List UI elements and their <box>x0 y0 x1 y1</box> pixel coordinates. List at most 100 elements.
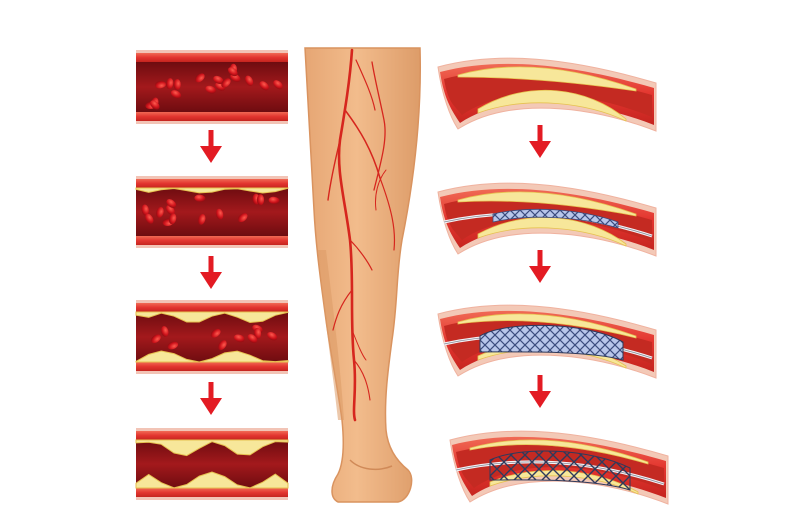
red-blood-cell <box>210 328 221 338</box>
angioplasty-stage-balloon-inflated <box>437 304 657 379</box>
vessel-wall-bottom <box>136 488 288 497</box>
arrow-shaft <box>208 382 214 402</box>
plaque-top <box>135 439 289 457</box>
red-blood-cell <box>256 194 265 206</box>
vessel-section-moderate-plaque <box>135 300 289 374</box>
arrow-shaft <box>208 130 214 150</box>
plaque-bottom <box>477 217 627 247</box>
plaque-top <box>135 311 289 324</box>
vessel-wall-top <box>136 179 288 188</box>
red-blood-cell <box>161 326 169 337</box>
red-blood-cell <box>215 208 224 220</box>
arrow-shaft <box>537 125 543 145</box>
red-blood-cell <box>233 334 245 343</box>
artery-branch <box>344 109 381 179</box>
plaque-bottom <box>135 471 289 489</box>
vessel-wall-top <box>136 53 288 62</box>
arrow-head <box>529 266 551 283</box>
artery-branch <box>379 177 396 251</box>
deflated-balloon-stent <box>492 208 619 229</box>
angioplasty-stage-narrowed-artery <box>437 57 657 132</box>
vessel-wall-top <box>136 303 288 312</box>
red-blood-cell <box>173 79 181 91</box>
left-arrow-3 <box>200 382 222 415</box>
plaque-top <box>469 439 649 465</box>
red-blood-cell <box>268 196 280 205</box>
expanded-balloon-stent <box>479 324 624 361</box>
red-blood-cell <box>156 207 164 218</box>
vessel-section-severe-plaque <box>135 428 289 500</box>
vessel-section-healthy <box>136 50 288 124</box>
leg-silhouette <box>304 47 421 503</box>
leg-calf-shadow <box>318 250 344 420</box>
plaque-bottom <box>477 89 627 122</box>
red-blood-cell <box>245 75 254 86</box>
artery-branch <box>349 239 373 271</box>
red-blood-cell <box>167 341 179 350</box>
red-blood-cell <box>145 213 154 224</box>
right-arrow-1 <box>529 125 551 158</box>
red-blood-cell <box>205 85 217 94</box>
artery-branch <box>353 359 371 401</box>
arrow-shaft <box>208 256 214 276</box>
red-blood-cell <box>141 204 149 216</box>
artery-branch <box>371 61 386 191</box>
red-blood-cell <box>166 199 177 208</box>
leg-ankle-detail <box>349 459 393 471</box>
artery-branch <box>355 59 376 111</box>
arrow-head <box>200 146 222 163</box>
red-blood-cell <box>227 67 238 77</box>
plaque-top <box>135 187 289 194</box>
red-blood-cell <box>267 331 278 341</box>
plaque-top <box>457 191 637 217</box>
red-blood-cell <box>259 81 269 91</box>
red-blood-cell <box>150 100 160 110</box>
red-blood-cell <box>253 327 262 339</box>
plaque-top <box>457 66 637 92</box>
red-blood-cell <box>154 81 166 89</box>
arrow-shaft <box>537 250 543 270</box>
vessel-wall-bottom <box>136 236 288 245</box>
right-arrow-3 <box>529 375 551 408</box>
artery-branch <box>351 329 367 361</box>
angioplasty-stage-stent-placed <box>449 430 669 505</box>
vessel-wall-bottom <box>136 362 288 371</box>
red-blood-cell <box>213 75 224 84</box>
plaque-top <box>457 313 637 339</box>
red-blood-cell <box>237 213 248 223</box>
red-blood-cell <box>247 334 258 344</box>
right-vessel-column <box>437 57 669 505</box>
angioplasty-stage-catheter-inserted <box>437 182 657 257</box>
artery-branch <box>332 289 353 331</box>
vessel-wall-bottom <box>136 112 288 121</box>
arrow-head <box>529 391 551 408</box>
arrows-group <box>200 125 551 415</box>
arrow-head <box>200 398 222 415</box>
red-blood-cell <box>194 194 206 202</box>
placed-stent <box>489 450 631 491</box>
red-blood-cell <box>195 73 205 83</box>
vessel-section-early-plaque <box>135 176 289 248</box>
arrow-head <box>200 272 222 289</box>
leg-arteries <box>327 48 396 422</box>
red-blood-cell <box>221 78 231 88</box>
arrow-head <box>529 141 551 158</box>
red-blood-cell <box>168 213 177 225</box>
red-blood-cell <box>170 90 182 99</box>
red-blood-cell <box>166 78 174 90</box>
red-blood-cell <box>197 214 206 225</box>
artery-branch <box>375 169 387 211</box>
left-arrow-2 <box>200 256 222 289</box>
red-blood-cell <box>151 334 161 344</box>
left-arrow-1 <box>200 130 222 163</box>
leg-illustration <box>304 47 421 503</box>
artery-branch <box>327 139 341 201</box>
plaque-bottom <box>135 350 289 363</box>
right-arrow-2 <box>529 250 551 283</box>
left-vessel-column <box>135 50 289 500</box>
red-blood-cell <box>273 80 283 90</box>
red-blood-cell <box>218 340 227 351</box>
vessel-wall-top <box>136 431 288 440</box>
arrow-shaft <box>537 375 543 395</box>
